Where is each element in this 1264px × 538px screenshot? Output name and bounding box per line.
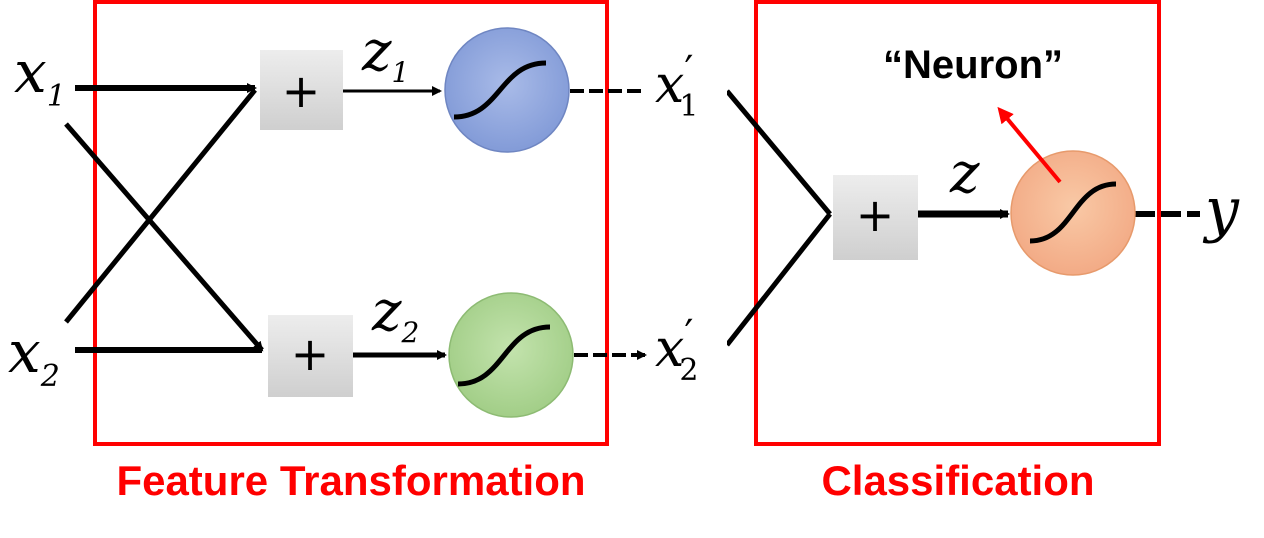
output-y-label: y [1202,175,1240,245]
sigmoid-node-2 [448,292,574,418]
input-connections [64,83,264,353]
classification-label: Classification [821,457,1094,504]
sigmoid-curve-icon [457,324,551,387]
input-x1-label: x1 [14,38,66,114]
sum-node-3: + [833,175,918,260]
input-x2-label: x2 [8,318,60,394]
x2-prime-box [647,315,727,395]
output-z-label: z [949,141,980,206]
feature-transformation-region [93,0,609,446]
hidden-edges [343,86,647,360]
plus-icon: + [856,188,895,242]
plus-icon: + [282,64,321,118]
neuron-annotation: “Neuron” [883,43,1063,87]
hidden-z1-label: z1 [361,19,409,89]
classification-region [754,0,1161,446]
sigmoid-curve-icon [453,60,547,120]
edge-x2-to-sum1 [64,88,257,324]
classification-edges [725,89,1200,347]
hidden-z2-label: z2 [371,279,419,349]
edge-x2p-to-sum3 [725,212,832,347]
sigmoid-curve-icon [1029,181,1117,244]
sigmoid-node-output [1010,150,1136,276]
plus-icon: + [291,327,330,381]
feature-x2-prime-label: x′2 [655,312,699,388]
sum-node-2: + [268,315,353,397]
edge-x1p-to-sum3 [725,89,832,216]
sigmoid-node-1 [444,27,570,153]
feature-x1-prime-label: x′1 [655,48,699,124]
x1-prime-box [647,50,727,130]
neuron-pointer-arrow [997,106,1062,184]
sum-node-1: + [260,50,343,130]
feature-transformation-label: Feature Transformation [116,457,585,504]
edge-x1-to-sum2 [64,122,264,352]
